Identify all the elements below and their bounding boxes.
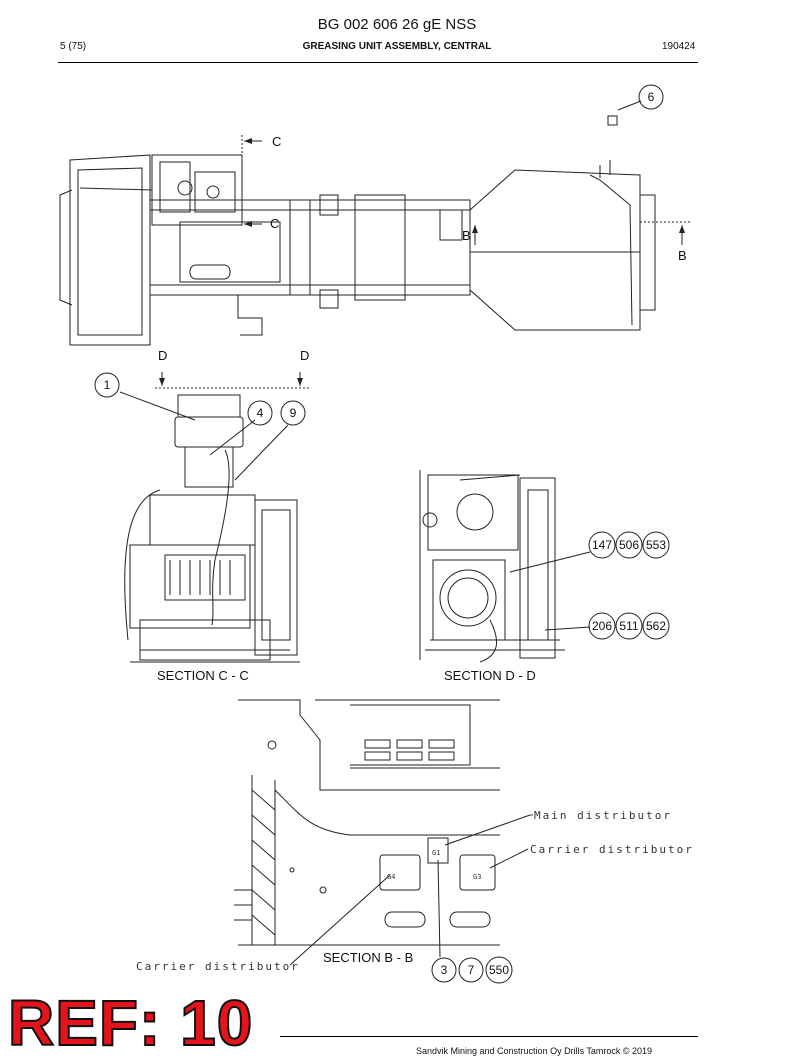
bubble-9: 9 (290, 406, 297, 420)
section-bb-view (234, 699, 500, 946)
header-rule (58, 62, 698, 63)
section-dd-view (419, 470, 565, 663)
bubble-6: 6 (648, 90, 655, 104)
bubble-7: 7 (468, 963, 475, 977)
callout-carrier-distributor-left: Carrier distributor (136, 960, 300, 973)
view-label-b-right: B (678, 248, 687, 263)
footer-copyright: Sandvik Mining and Construction Oy Drill… (416, 1046, 653, 1056)
bubble-4: 4 (257, 406, 264, 420)
label-g1: G1 (432, 849, 440, 857)
page-number: 5 (75) (60, 41, 87, 52)
bubble-506: 506 (619, 538, 639, 552)
callout-main-distributor: Main distributor (534, 809, 672, 822)
view-label-d-left: D (158, 348, 167, 363)
label-g4: G4 (387, 873, 395, 881)
view-label-c-bottom: C (270, 216, 279, 231)
label-g3: G3 (473, 873, 481, 881)
bubble-550: 550 (489, 963, 509, 977)
bubble-206: 206 (592, 619, 612, 633)
leader-lines (119, 100, 642, 966)
view-label-d-right: D (300, 348, 309, 363)
bubble-3: 3 (441, 963, 448, 977)
section-bb-title: SECTION B - B (323, 950, 413, 965)
bubble-553: 553 (646, 538, 666, 552)
document-title: GREASING UNIT ASSEMBLY, CENTRAL (302, 41, 492, 52)
bubble-511: 511 (619, 619, 638, 633)
section-dd-title: SECTION D - D (444, 668, 536, 683)
section-cc-view (124, 394, 300, 663)
document-date: 190424 (662, 41, 696, 52)
view-label-b-left: B (462, 228, 471, 243)
footer-rule (280, 1036, 698, 1037)
item-bubbles (94, 84, 670, 984)
document-number: BG 002 606 26 gE NSS (317, 16, 477, 33)
section-d-line (155, 372, 310, 389)
ref-stamp: REF: 10 (7, 986, 254, 1060)
view-label-c-top: C (272, 134, 281, 149)
callout-carrier-distributor-right: Carrier distributor (530, 843, 694, 856)
bubble-147: 147 (592, 538, 612, 552)
bubble-1: 1 (104, 378, 111, 392)
bubble-562: 562 (646, 619, 666, 633)
section-cc-title: SECTION C - C (157, 668, 249, 683)
chassis-plan-view (59, 115, 690, 346)
